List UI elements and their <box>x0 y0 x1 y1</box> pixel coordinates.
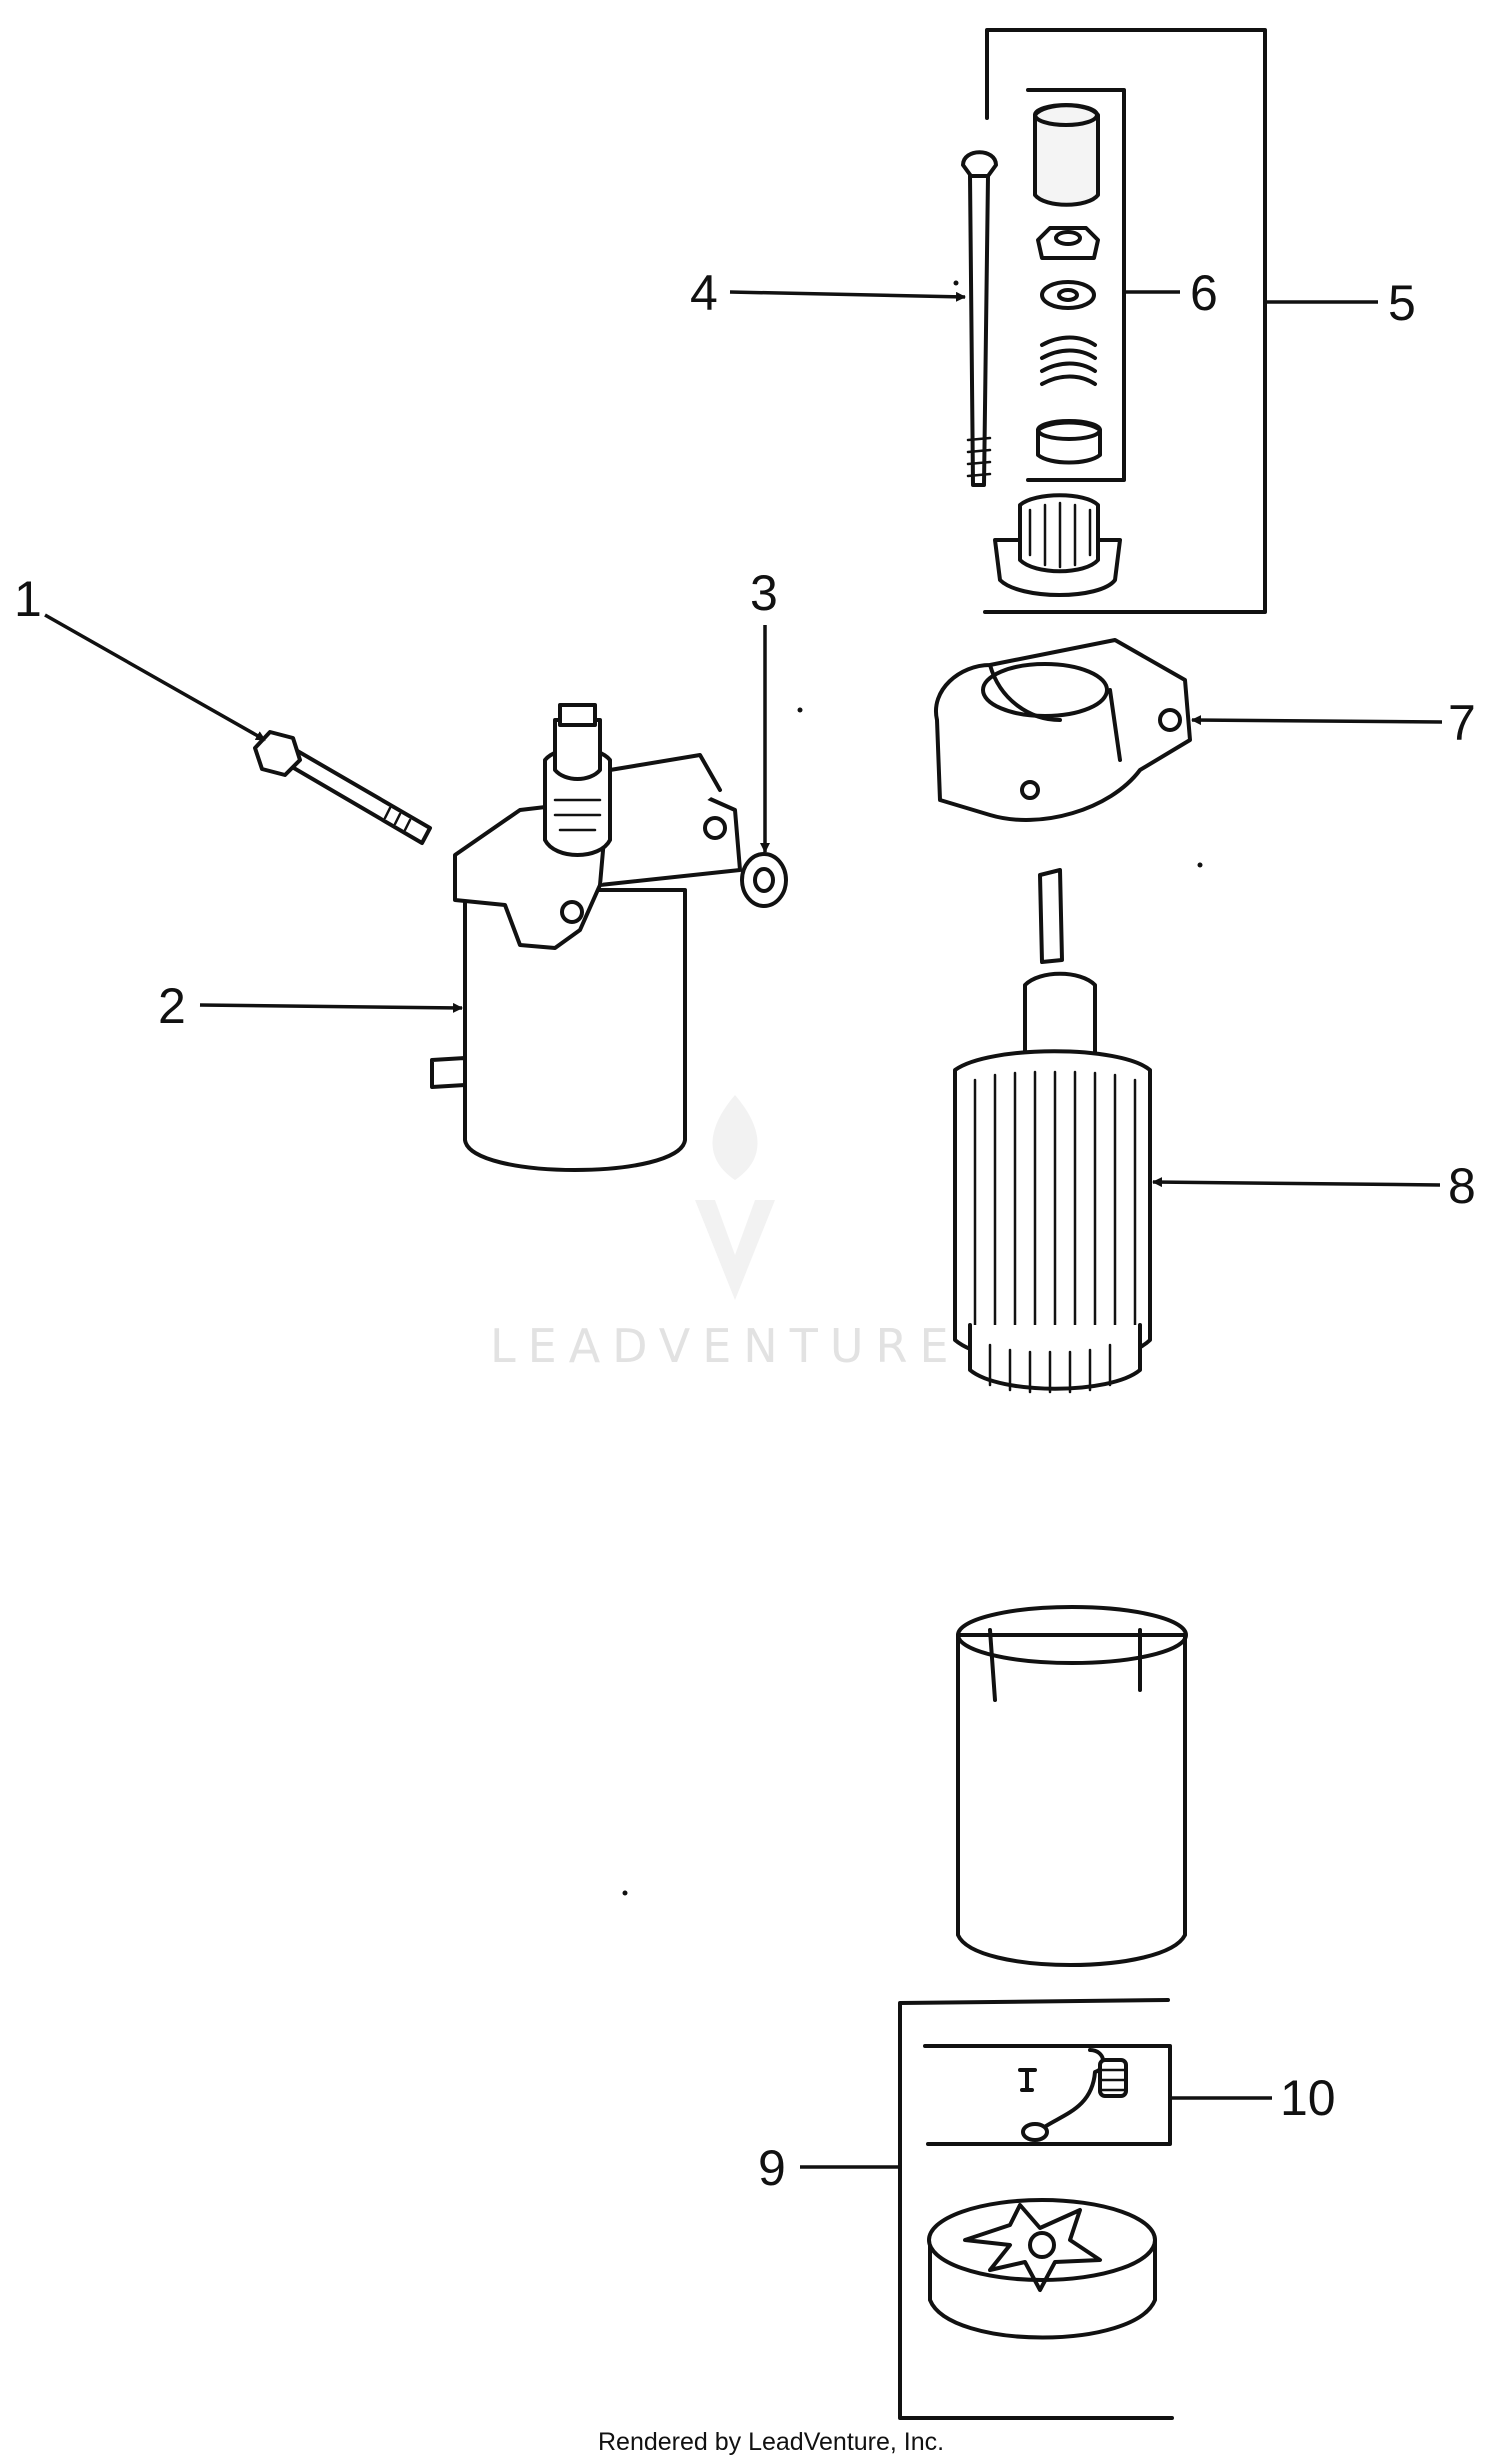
callout-4: 4 <box>690 265 718 321</box>
kit-bracket-9 <box>898 1998 1174 2420</box>
part-pinion-gear <box>993 493 1122 597</box>
callout-5: 5 <box>1388 275 1416 331</box>
part-2-starter-motor <box>430 703 742 1172</box>
part-1-bolt <box>253 730 432 845</box>
watermark-text: LEADVENTURE <box>490 1319 961 1373</box>
kit-bracket-5 <box>983 28 1267 614</box>
callout-7: 7 <box>1448 695 1476 751</box>
leader-1 <box>44 613 266 742</box>
callout-10: 10 <box>1280 2070 1336 2126</box>
callout-2: 2 <box>158 978 186 1034</box>
leader-2 <box>199 1002 463 1013</box>
part-10-brush-kit <box>1018 2048 1128 2142</box>
part-9-end-cap <box>927 2198 1157 2340</box>
leader-4 <box>729 290 966 302</box>
scan-specks <box>622 280 1203 1896</box>
callout-1: 1 <box>14 571 42 627</box>
callout-6: 6 <box>1190 265 1218 321</box>
part-3-washer <box>740 852 788 908</box>
leader-lines <box>44 290 1443 2169</box>
callout-8: 8 <box>1448 1158 1476 1214</box>
callouts: 1 2 3 4 5 6 7 8 9 10 <box>14 265 1476 2196</box>
leadventure-logo-icon <box>695 1095 775 1300</box>
part-4-through-bolt <box>961 150 998 487</box>
watermark: LEADVENTURE <box>490 1095 961 1373</box>
part-6-drive-kit <box>1033 103 1102 465</box>
kit-bracket-10 <box>923 2044 1172 2146</box>
leader-7 <box>1191 715 1443 726</box>
part-8-armature <box>953 868 1152 1394</box>
leader-8 <box>1152 1177 1441 1188</box>
kit-bracket-6 <box>1026 88 1126 482</box>
callout-3: 3 <box>750 565 778 621</box>
part-7-drive-housing <box>933 638 1192 822</box>
footer-credit: Rendered by LeadVenture, Inc. <box>598 2428 944 2456</box>
part-field-frame <box>956 1605 1188 1967</box>
callout-9: 9 <box>758 2140 786 2196</box>
